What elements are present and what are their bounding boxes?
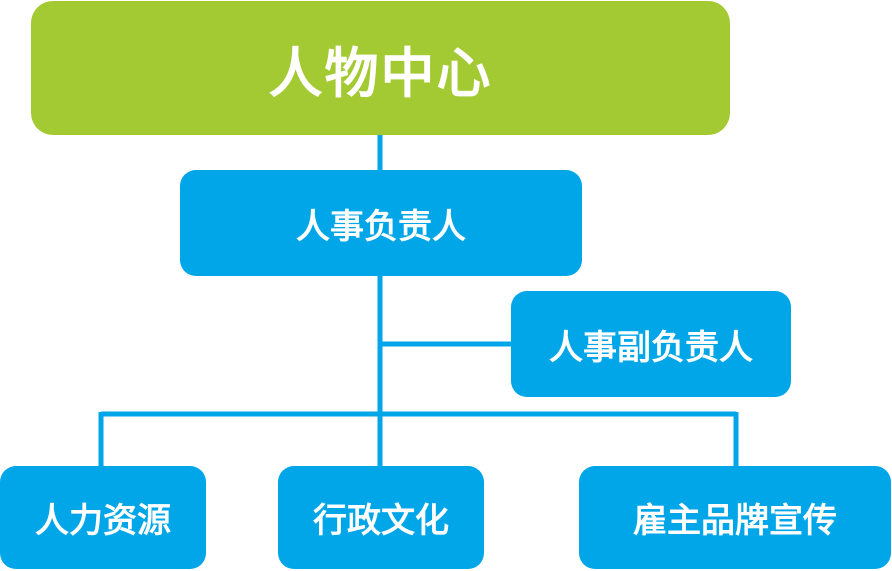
head-node: 人事负责人 <box>180 170 582 276</box>
branch-node-admin: 行政文化 <box>278 466 484 569</box>
root-node-label: 人物中心 <box>268 41 493 105</box>
deputy-node-label: 人事副负责人 <box>549 327 753 368</box>
root-node: 人物中心 <box>31 1 730 135</box>
branch-node-label: 雇主品牌宣传 <box>633 501 837 541</box>
branch-node-employer-brand: 雇主品牌宣传 <box>579 466 891 569</box>
branch-node-label: 行政文化 <box>313 501 449 541</box>
deputy-node: 人事副负责人 <box>511 291 791 397</box>
head-node-label: 人事负责人 <box>296 206 466 247</box>
branch-node-hr: 人力资源 <box>0 466 206 569</box>
branch-node-label: 人力资源 <box>35 501 171 541</box>
